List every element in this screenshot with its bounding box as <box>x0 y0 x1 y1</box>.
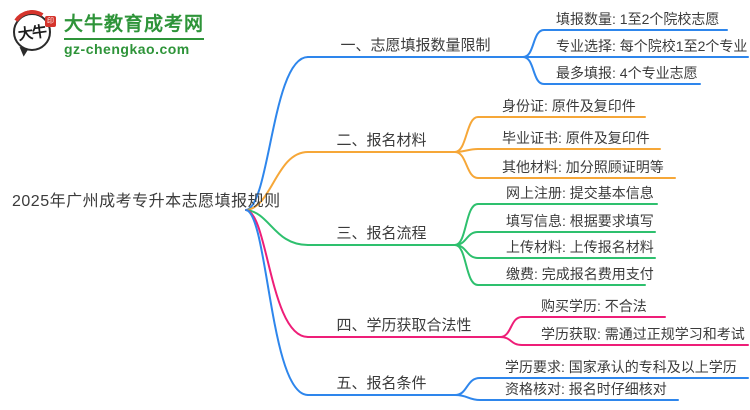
site-name: 大牛教育成考网 <box>64 14 205 35</box>
branch-4-lines <box>245 209 749 346</box>
site-url: gz-chengkao.com <box>64 38 205 57</box>
subtopic-2-1: 身份证: 原件及复印件 <box>502 98 636 114</box>
branch-2-lines <box>245 116 676 211</box>
branch-5-lines <box>245 209 749 401</box>
central-topic: 2025年广州成考专升本志愿填报规则 <box>12 193 281 210</box>
subtopic-4-1: 购买学历: 不合法 <box>541 298 647 314</box>
branch-label-5: 五、报名条件 <box>336 375 427 392</box>
site-logo[interactable]: 大牛 印 大牛教育成考网 gz-chengkao.com <box>7 6 205 58</box>
subtopic-2-3: 其他材料: 加分照顾证明等 <box>502 159 664 175</box>
branch-label-2: 二、报名材料 <box>336 132 427 149</box>
branch-1-lines <box>245 29 749 211</box>
branch-label-3: 三、报名流程 <box>336 225 427 242</box>
logo-badge-icon: 大牛 印 <box>7 6 57 58</box>
branch-label-4: 四、学历获取合法性 <box>336 317 472 334</box>
logo-circle: 大牛 <box>13 13 51 51</box>
subtopic-5-2: 资格核对: 报名时仔细核对 <box>505 381 667 397</box>
subtopic-1-2: 专业选择: 每个院校1至2个专业 <box>556 38 748 54</box>
branch-3-lines <box>245 203 658 286</box>
subtopic-3-2: 填写信息: 根据要求填写 <box>506 213 654 229</box>
subtopic-2-2: 毕业证书: 原件及复印件 <box>502 130 650 146</box>
subtopic-1-1: 填报数量: 1至2个院校志愿 <box>556 11 720 27</box>
subtopic-3-3: 上传材料: 上传报名材料 <box>506 239 654 255</box>
logo-seal-icon: 印 <box>45 16 56 27</box>
subtopic-3-4: 缴费: 完成报名费用支付 <box>506 266 654 282</box>
branch-label-1: 一、志愿填报数量限制 <box>340 37 491 54</box>
logo-bubble-tail <box>16 46 29 58</box>
subtopic-4-2: 学历获取: 需通过正规学习和考试 <box>541 326 745 342</box>
subtopic-5-1: 学历要求: 国家承认的专科及以上学历 <box>505 359 737 375</box>
subtopic-1-3: 最多填报: 4个专业志愿 <box>556 65 698 81</box>
subtopic-3-1: 网上注册: 提交基本信息 <box>506 185 654 201</box>
logo-arc-icon <box>7 6 57 56</box>
